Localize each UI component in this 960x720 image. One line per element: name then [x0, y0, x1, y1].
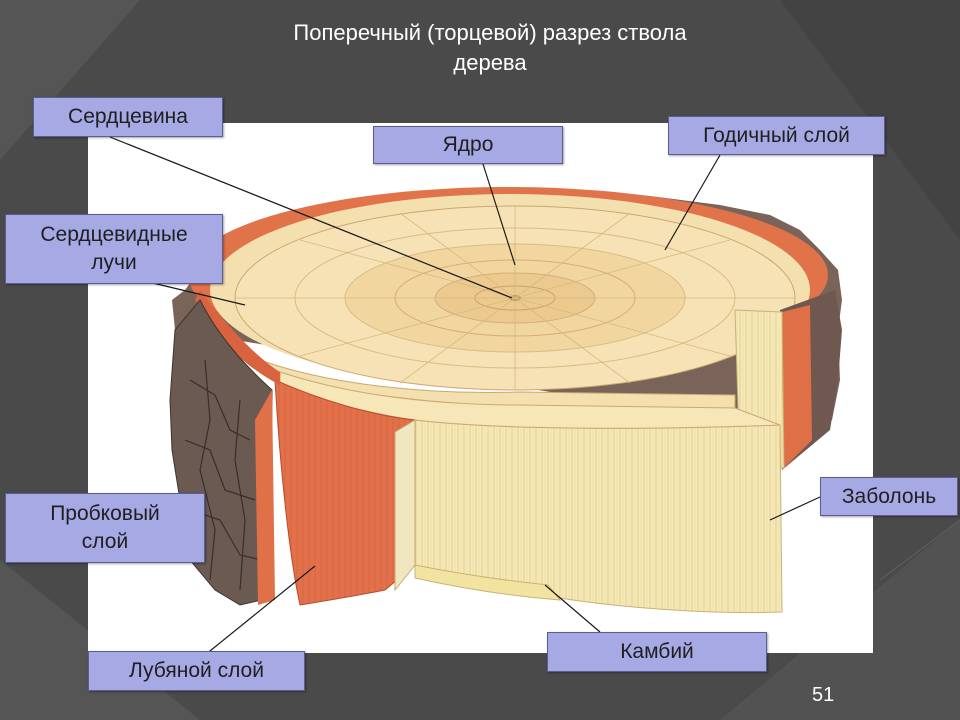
page-number: 51: [812, 684, 835, 706]
label-cork-layer: Пробковый слой: [5, 493, 205, 563]
slide-title: Поперечный (торцевой) разрез ствола дере…: [200, 18, 780, 78]
label-cambium: Камбий: [547, 632, 767, 672]
label-pith-rays: Сердцевидные лучи: [5, 214, 223, 284]
label-pith: Сердцевина: [33, 97, 223, 137]
slide-title-line-1: Поперечный (торцевой) разрез ствола: [293, 20, 687, 45]
label-annual-ring: Годичный слой: [668, 116, 885, 155]
cambium-strip: [414, 564, 562, 601]
label-core: Ядро: [373, 126, 563, 164]
label-sapwood: Заболонь: [820, 477, 958, 516]
bast-layer-front: [274, 379, 416, 606]
slide-title-line-2: дерева: [453, 50, 527, 75]
label-bast-layer: Лубяной слой: [88, 651, 305, 691]
